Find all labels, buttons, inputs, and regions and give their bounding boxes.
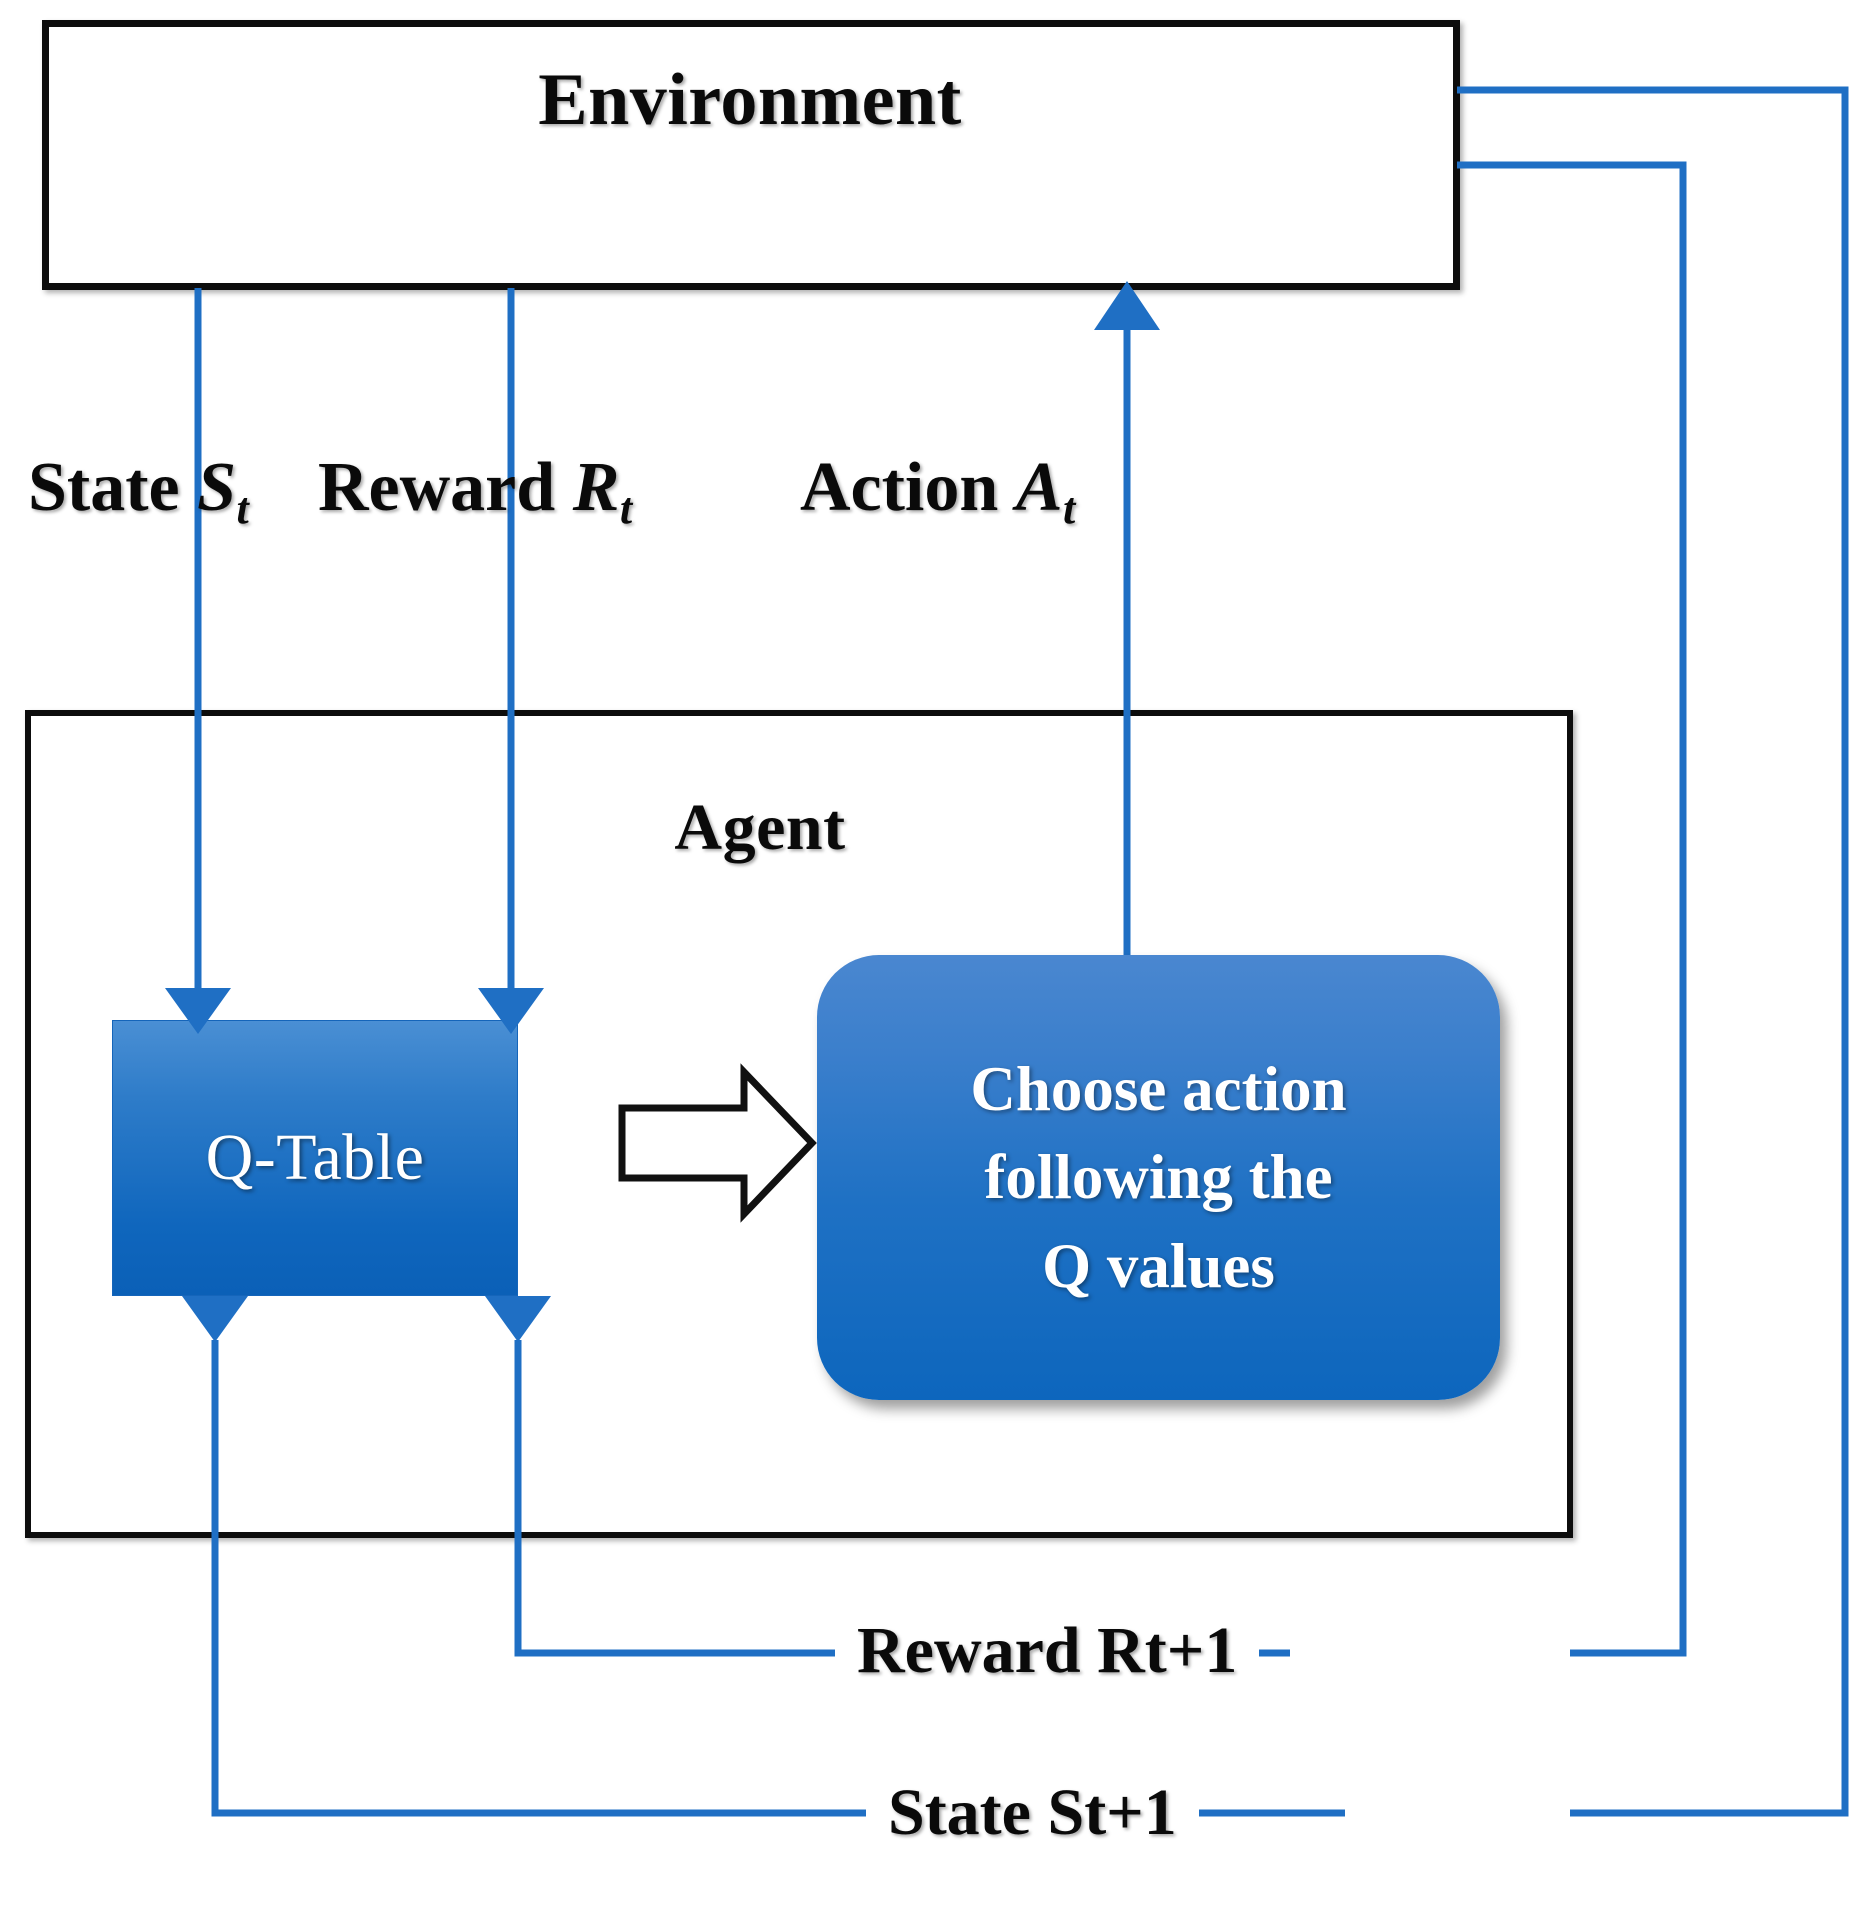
edge-label-state-t1-subscript: t+1 [1084, 1776, 1177, 1849]
environment-box [42, 20, 1460, 290]
edge-label-reward-t-subscript: t [619, 484, 633, 534]
agent-label: Agent [674, 791, 846, 864]
edge-label-reward-t1-var: R [1097, 1614, 1145, 1687]
edge-label-reward-t1-subscript: t+1 [1144, 1614, 1238, 1687]
choose-action-line-3: Q values [1042, 1230, 1275, 1301]
edge-label-reward-t-base: Reward [318, 449, 556, 526]
edge-label-reward-t-var: R [572, 449, 620, 526]
choose-action-line-1: Choose action [970, 1054, 1347, 1125]
edge-label-reward-t1-base: Reward [857, 1614, 1081, 1687]
edge-label-reward-t1: Reward Rt+1 [835, 1613, 1260, 1689]
edge-label-action-t: Action At [800, 448, 1075, 533]
edge-label-state-t1: State St+1 [866, 1775, 1199, 1851]
edge-label-state-t1-var: S [1047, 1776, 1085, 1849]
edge-label-state-t-var: S [197, 449, 237, 526]
environment-label: Environment [538, 59, 962, 141]
edge-label-state-t-base: State [28, 449, 180, 526]
edge-label-action-t-subscript: t [1062, 484, 1076, 534]
q-table-node[interactable]: Q-Table [112, 1020, 518, 1296]
edge-label-action-t-base: Action [800, 449, 999, 526]
choose-action-node[interactable]: Choose action following the Q values [817, 955, 1500, 1400]
choose-action-line-2: following the [984, 1142, 1333, 1213]
edge-label-state-t: State St [28, 448, 249, 533]
edge-label-state-t1-base: State [888, 1776, 1031, 1849]
edge-label-reward-t: Reward Rt [318, 448, 632, 533]
edge-label-action-t-var: A [1015, 449, 1063, 526]
edge-label-state-t-subscript: t [236, 484, 249, 534]
q-table-label: Q-Table [205, 1121, 425, 1194]
